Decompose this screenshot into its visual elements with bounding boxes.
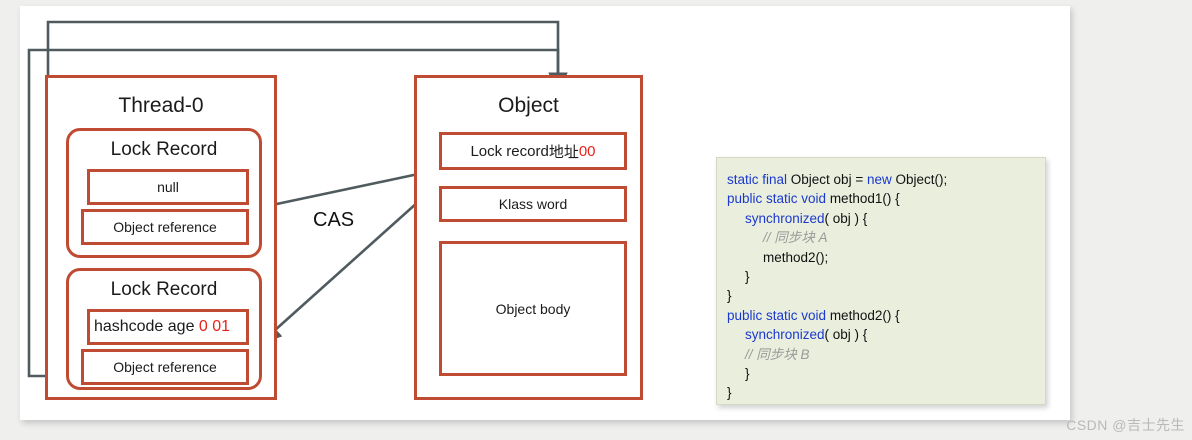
- code-comment: // 同步块 A: [763, 230, 828, 246]
- lock-record-2-mark-word: hashcode age 0 01: [87, 309, 249, 345]
- code-comment: // 同步块 B: [745, 346, 810, 362]
- cas-label: CAS: [313, 209, 355, 231]
- code-line: // 同步块 B: [727, 345, 1045, 364]
- object-lock-record-row: Lock record 地址 00: [439, 132, 627, 170]
- object-lock-record-prefix: Lock record: [470, 142, 549, 160]
- code-keyword: synchronized: [745, 327, 825, 343]
- lock-record-1-mark-word: null: [87, 169, 249, 205]
- lock-record-2-object-reference: Object reference: [81, 349, 249, 385]
- code-line: }: [727, 286, 1045, 305]
- code-line: public static void method1() {: [727, 189, 1045, 208]
- code-keyword: new: [866, 172, 896, 187]
- object-body-row: Object body: [439, 241, 627, 376]
- code-line: method2();: [727, 248, 1045, 267]
- code-text: }: [745, 269, 750, 285]
- lock-record-2-mark-bits: 0 01: [198, 318, 231, 335]
- lock-record-2-title: Lock Record: [110, 279, 218, 300]
- code-line: }: [727, 364, 1045, 383]
- code-text: method2();: [763, 249, 829, 265]
- thread-box: Thread-0 Lock Record null Object referen…: [45, 75, 277, 400]
- code-line: }: [727, 267, 1045, 286]
- code-text: Object();: [895, 172, 948, 187]
- object-box: Object Lock record 地址 00 Klass word Obje…: [414, 75, 643, 400]
- lock-record-2-mark-prefix: hashcode age: [93, 318, 199, 335]
- code-line: // 同步块 A: [727, 228, 1045, 247]
- csdn-watermark: CSDN @吉士先生: [1066, 417, 1185, 433]
- code-keyword: public static void: [727, 307, 830, 323]
- code-keyword: public static void: [727, 191, 830, 207]
- code-line: synchronized( obj ) {: [727, 325, 1045, 344]
- thread-title: Thread-0: [118, 94, 204, 117]
- code-text: method1() {: [829, 191, 900, 207]
- code-line: synchronized( obj ) {: [727, 209, 1045, 228]
- code-line: }: [727, 383, 1045, 402]
- code-text: ( obj ) {: [824, 210, 868, 226]
- object-title: Object: [498, 94, 559, 117]
- code-text: }: [745, 366, 750, 382]
- code-text: ( obj ) {: [824, 327, 868, 343]
- code-text: }: [727, 385, 732, 401]
- code-line: public static void method2() {: [727, 306, 1045, 325]
- code-keyword: static final: [727, 172, 791, 187]
- code-line: static final Object obj = new Object();: [727, 170, 1045, 189]
- lock-record-1-object-reference: Object reference: [81, 209, 249, 245]
- code-text: }: [727, 288, 732, 304]
- code-panel: static final Object obj = new Object();p…: [716, 157, 1046, 405]
- code-text: Object obj =: [790, 172, 867, 187]
- lock-record-1: Lock Record null Object reference: [66, 128, 262, 258]
- code-text: method2() {: [829, 307, 900, 323]
- object-lock-record-bits: 00: [578, 142, 596, 160]
- lock-record-1-title: Lock Record: [110, 139, 218, 160]
- object-lock-record-cn: 地址: [548, 143, 579, 161]
- lock-record-2: Lock Record hashcode age 0 01 Object ref…: [66, 268, 262, 390]
- object-klass-word-row: Klass word: [439, 186, 627, 222]
- code-keyword: synchronized: [745, 210, 825, 226]
